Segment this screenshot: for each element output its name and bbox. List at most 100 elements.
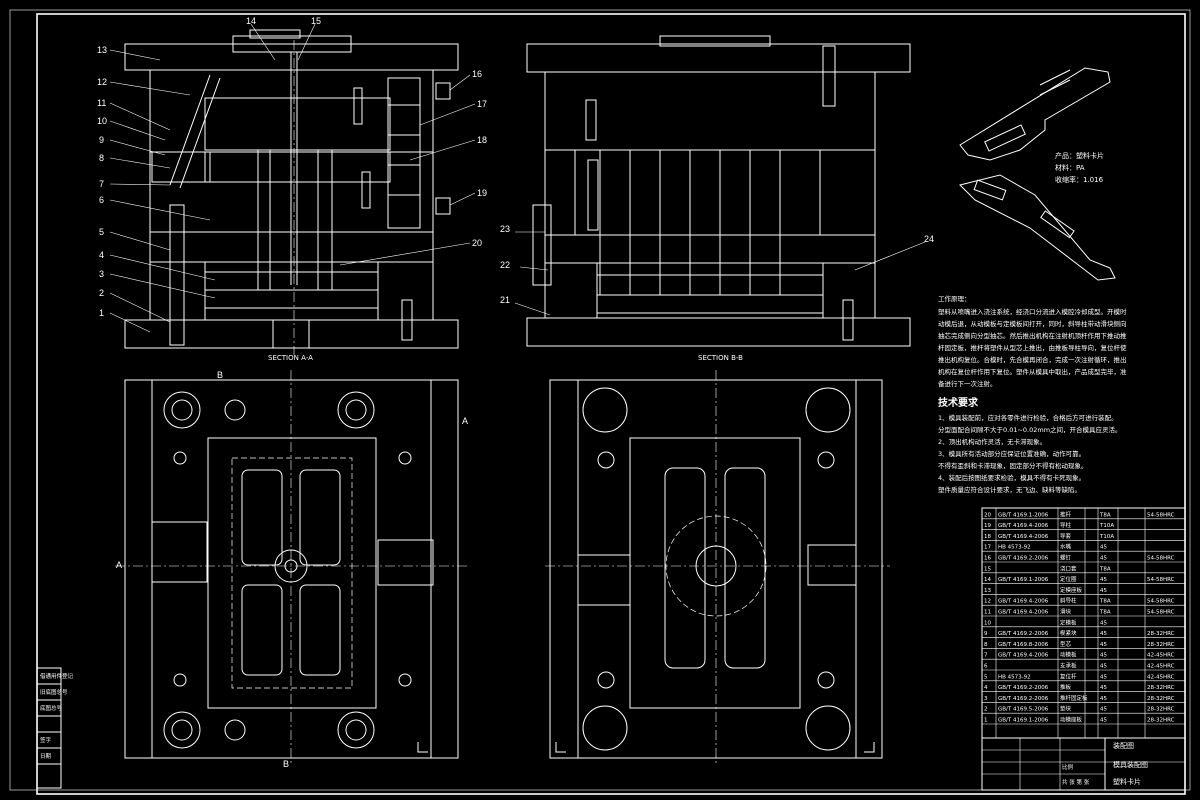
bom-cell-name: 动模板 <box>1060 651 1077 659</box>
cut-a-marker-top: B <box>217 370 223 380</box>
bom-cell-std: GB/T 4169.4-2006 <box>998 523 1049 529</box>
product-shrinkage: 收缩率：1.016 <box>1055 175 1104 184</box>
bom-cell-name: 垫块 <box>1060 705 1072 713</box>
part-leaders-left: 13 12 11 10 9 8 7 6 5 4 3 2 1 14 15 16 1… <box>97 16 487 333</box>
part-label-8: 8 <box>99 153 104 163</box>
section-bb-view: SECTION B-B 23 22 21 24 <box>500 35 934 362</box>
part-label-21: 21 <box>500 295 510 305</box>
product-material: 材料：PA <box>1055 163 1085 172</box>
part-label-11: 11 <box>97 98 106 108</box>
bom-cell-std: GB/T 4169.8-2006 <box>998 642 1049 648</box>
part-label-19: 19 <box>477 188 487 198</box>
bom-cell-no: 14 <box>984 577 991 583</box>
bom-cell-mat: 45 <box>1100 707 1107 713</box>
bom-cell-name: 支承板 <box>1060 662 1077 670</box>
bom-cell-heat: 54-58HRC <box>1147 610 1175 616</box>
drawing-frame <box>36 13 1186 795</box>
bom-cell-heat: 28-32HRC <box>1147 718 1175 724</box>
bom-cell-name: 动模座板 <box>1060 716 1083 724</box>
product-isometric-sketch: 产品：塑料卡片 材料：PA 收缩率：1.016 <box>959 67 1116 281</box>
bom-cell-name: 浇口套 <box>1060 564 1077 572</box>
bom-cell-std: GB/T 4169.4-2006 <box>998 610 1049 616</box>
fixed-mold-plate-bb <box>544 71 876 151</box>
part-label-3: 3 <box>99 269 104 279</box>
fixed-half-plan-view <box>545 370 890 765</box>
bom-cell-no: 5 <box>984 674 988 680</box>
bom-cell-std: GB/T 4169.1-2006 <box>998 718 1049 724</box>
gear-rack <box>532 204 552 286</box>
bom-cell-mat: 45 <box>1100 642 1107 648</box>
bom-cell-std: GB/T 4169.4-2006 <box>998 653 1049 659</box>
bom-cell-heat: 28-32HRC <box>1147 631 1175 637</box>
title-scale: 比例 <box>1062 763 1074 771</box>
bom-cell-name: 复位杆 <box>1060 672 1077 680</box>
part-label-6: 6 <box>99 195 104 205</box>
bom-cell-std: GB/T 4169.2-2006 <box>998 556 1049 562</box>
bom-cell-name: 定模座板 <box>1060 586 1083 594</box>
bom-cell-name: 定位圈 <box>1060 575 1077 583</box>
bom-cell-heat: 28-32HRC <box>1147 707 1175 713</box>
bom-cell-no: 12 <box>984 599 991 605</box>
part-label-1: 1 <box>99 308 104 318</box>
wp-line-7: 备进行下一次注射。 <box>938 379 997 388</box>
bom-cell-heat: 54-58HRC <box>1147 599 1175 605</box>
spacer-block-right <box>377 261 434 321</box>
bom-cell-name: 导套 <box>1060 532 1072 540</box>
bom-cell-name: 推板 <box>1060 683 1072 691</box>
part-label-4: 4 <box>99 250 104 260</box>
bom-cell-heat: 54-58HRC <box>1147 577 1175 583</box>
strip-label-1: 借通用件登记 <box>40 672 74 680</box>
bom-cell-std: GB/T 4169.2-2006 <box>998 685 1049 691</box>
section-aa-view: SECTION A-A <box>124 29 459 362</box>
left-binding-strip: 借通用件登记 旧底图总号 底图总号 签字 日期 <box>36 667 74 789</box>
bom-cell-no: 2 <box>984 707 988 713</box>
bom-cell-mat: T8A <box>1099 610 1111 616</box>
bom-cell-name: 导柱 <box>1060 521 1072 529</box>
water-connector-top <box>435 82 451 100</box>
bom-cell-no: 10 <box>984 620 991 626</box>
bom-cell-mat: T8A <box>1099 512 1111 518</box>
bom-cell-std: GB/T 4169.1-2006 <box>998 577 1049 583</box>
strip-label-3: 底图总号 <box>40 704 63 712</box>
top-clamp-plate-bb <box>526 43 911 73</box>
section-bb-title: SECTION B-B <box>698 354 743 362</box>
bom-cell-no: 4 <box>984 685 988 691</box>
bom-cell-mat: 45 <box>1100 685 1107 691</box>
strip-label-4: 签字 <box>40 736 52 744</box>
part-label-9: 9 <box>99 135 104 145</box>
bom-cell-name: 定模板 <box>1060 618 1077 626</box>
bom-cell-no: 7 <box>984 653 988 659</box>
strip-label-5: 日期 <box>40 753 52 760</box>
bom-cell-std: GB/T 4169.5-2006 <box>998 707 1049 713</box>
bom-cell-name: 滑块 <box>1060 608 1072 616</box>
title-sheet: 共 张 第 张 <box>1062 778 1090 786</box>
tech-req-title: 技术要求 <box>938 396 979 409</box>
moving-mold-plate-bb <box>544 149 876 236</box>
part-label-12: 12 <box>97 77 107 87</box>
bom-cell-mat: 45 <box>1100 674 1107 680</box>
part-label-22: 22 <box>500 260 510 270</box>
bom-cell-mat: 45 <box>1100 653 1107 659</box>
bom-cell-mat: 45 <box>1100 577 1107 583</box>
bom-cell-no: 3 <box>984 696 988 702</box>
bom-cell-mat: 45 <box>1100 631 1107 637</box>
cut-b-marker-bottom: B <box>283 759 289 769</box>
bom-cell-std: GB/T 4169.4-2006 <box>998 534 1049 540</box>
working-principle-title: 工作原理： <box>938 294 971 303</box>
bom-cell-heat: 42-45HRC <box>1147 674 1175 680</box>
locating-ring <box>232 35 352 53</box>
bom-cell-heat: 54-58HRC <box>1147 512 1175 518</box>
product-name: 产品：塑料卡片 <box>1055 151 1104 160</box>
part-label-13: 13 <box>97 45 107 55</box>
strip-label-2: 旧底图总号 <box>40 688 68 696</box>
bottom-clamp-plate-bb <box>526 317 911 347</box>
title-xx: 装配图 <box>1113 741 1134 750</box>
part-label-16: 16 <box>472 69 482 79</box>
tr-line-6: 4、装配后按图纸要求检验，模具不得有卡死现象。 <box>938 473 1085 482</box>
tr-line-4: 3、模具所有活动部分应保证位置准确，动作可靠。 <box>938 449 1085 458</box>
bom-cell-heat: 28-32HRC <box>1147 696 1175 702</box>
wp-line-6: 机构在复位杆作用下复位。塑件从模具中取出，产品成型完毕，准 <box>938 367 1127 376</box>
outer-border <box>9 9 1191 791</box>
part-label-10: 10 <box>97 116 107 126</box>
bottom-clamp-plate <box>124 319 459 349</box>
